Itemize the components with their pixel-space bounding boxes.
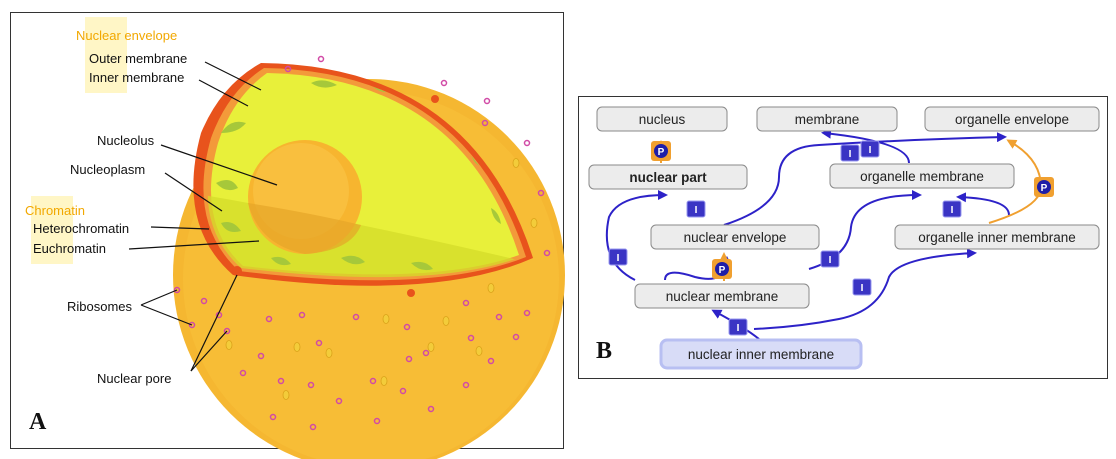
node-nucleus[interactable]: nucleus xyxy=(596,106,728,132)
node-nuclear-envelope[interactable]: nuclear envelope xyxy=(650,224,820,250)
badge-part-of: P xyxy=(712,259,732,279)
node-organelle-membrane-label: organelle membrane xyxy=(860,169,984,184)
svg-text:I: I xyxy=(869,145,872,156)
svg-text:P: P xyxy=(1041,183,1048,194)
badge-is-a: I xyxy=(840,144,860,162)
edge-nuclear-membrane-to-nuclear-part xyxy=(605,190,668,281)
badge-part-of: P xyxy=(651,141,671,161)
edge-organelle-membrane-to-membrane xyxy=(821,128,910,164)
panel-a-nucleus-illustration: Nuclear envelope Outer membrane Inner me… xyxy=(10,12,565,459)
is-a-edges xyxy=(605,128,1010,340)
node-nuclear-envelope-label: nuclear envelope xyxy=(684,230,787,245)
nuclear-pore-bump xyxy=(232,266,242,276)
svg-text:P: P xyxy=(719,265,726,276)
node-nuclear-membrane-label: nuclear membrane xyxy=(666,289,779,304)
ribosome-dots xyxy=(173,55,551,431)
svg-text:I: I xyxy=(849,149,852,160)
badge-is-a: I xyxy=(728,318,748,336)
svg-text:I: I xyxy=(951,205,954,216)
label-nuclear-envelope: Nuclear envelope xyxy=(76,28,177,43)
panel-b-ontology-graph: nucleus membrane organelle envelope nucl… xyxy=(578,96,1108,379)
label-chromatin: Chromatin xyxy=(25,203,85,218)
label-outer-membrane: Outer membrane xyxy=(89,51,187,66)
svg-text:I: I xyxy=(861,283,864,294)
leader-lines xyxy=(128,61,278,372)
label-heterochromatin: Heterochromatin xyxy=(33,221,129,236)
panel-a-letter: A xyxy=(29,409,47,435)
edge-organelle-inner-membrane-to-organelle-membrane xyxy=(956,192,1010,216)
panel-b-letter: B xyxy=(596,338,612,364)
nuclear-pore-bump xyxy=(431,95,439,103)
node-nuclear-part[interactable]: nuclear part xyxy=(588,164,748,190)
label-nuclear-pore: Nuclear pore xyxy=(97,371,171,386)
svg-text:I: I xyxy=(829,255,832,266)
svg-text:I: I xyxy=(737,323,740,334)
node-nuclear-membrane[interactable]: nuclear membrane xyxy=(634,283,810,309)
label-euchromatin: Euchromatin xyxy=(33,241,106,256)
node-nuclear-inner-membrane-label: nuclear inner membrane xyxy=(688,347,834,362)
label-nucleoplasm: Nucleoplasm xyxy=(70,162,145,177)
badge-is-a: I xyxy=(820,250,840,268)
edge-nuclear-inner-membrane-to-organelle-inner-membrane xyxy=(753,248,977,330)
nucleus-illustration-svg: Nuclear envelope Outer membrane Inner me… xyxy=(25,17,565,459)
label-nucleolus: Nucleolus xyxy=(97,133,155,148)
envelope-label-highlight xyxy=(85,17,127,93)
node-organelle-membrane[interactable]: organelle membrane xyxy=(829,163,1015,189)
node-membrane[interactable]: membrane xyxy=(756,106,898,132)
svg-text:P: P xyxy=(658,147,665,158)
part-of-badges: P P P xyxy=(651,141,1054,279)
ontology-graph-svg: nucleus membrane organelle envelope nucl… xyxy=(588,106,1100,370)
is-a-badges: I I I I I I I I xyxy=(608,140,962,336)
node-organelle-inner-membrane[interactable]: organelle inner membrane xyxy=(894,224,1100,250)
nuclear-pore-bump xyxy=(407,289,415,297)
badge-is-a: I xyxy=(860,140,880,158)
label-ribosomes: Ribosomes xyxy=(67,299,133,314)
badge-is-a: I xyxy=(608,248,628,266)
node-organelle-inner-membrane-label: organelle inner membrane xyxy=(918,230,1076,245)
svg-text:I: I xyxy=(695,205,698,216)
badge-is-a: I xyxy=(686,200,706,218)
label-inner-membrane: Inner membrane xyxy=(89,70,184,85)
badge-part-of: P xyxy=(1034,177,1054,197)
chromatin-label-highlight xyxy=(31,196,73,264)
badge-is-a: I xyxy=(852,278,872,296)
node-organelle-envelope-label: organelle envelope xyxy=(955,112,1069,127)
svg-text:I: I xyxy=(617,253,620,264)
node-membrane-label: membrane xyxy=(795,112,860,127)
node-nuclear-inner-membrane[interactable]: nuclear inner membrane xyxy=(659,338,863,370)
badge-is-a: I xyxy=(942,200,962,218)
node-nuclear-part-label: nuclear part xyxy=(629,170,707,185)
edge-nuclear-envelope-to-organelle-envelope xyxy=(723,132,1007,226)
node-organelle-envelope[interactable]: organelle envelope xyxy=(924,106,1100,132)
node-nucleus-label: nucleus xyxy=(639,112,686,127)
panel-b-letter-svg: B xyxy=(596,338,612,364)
